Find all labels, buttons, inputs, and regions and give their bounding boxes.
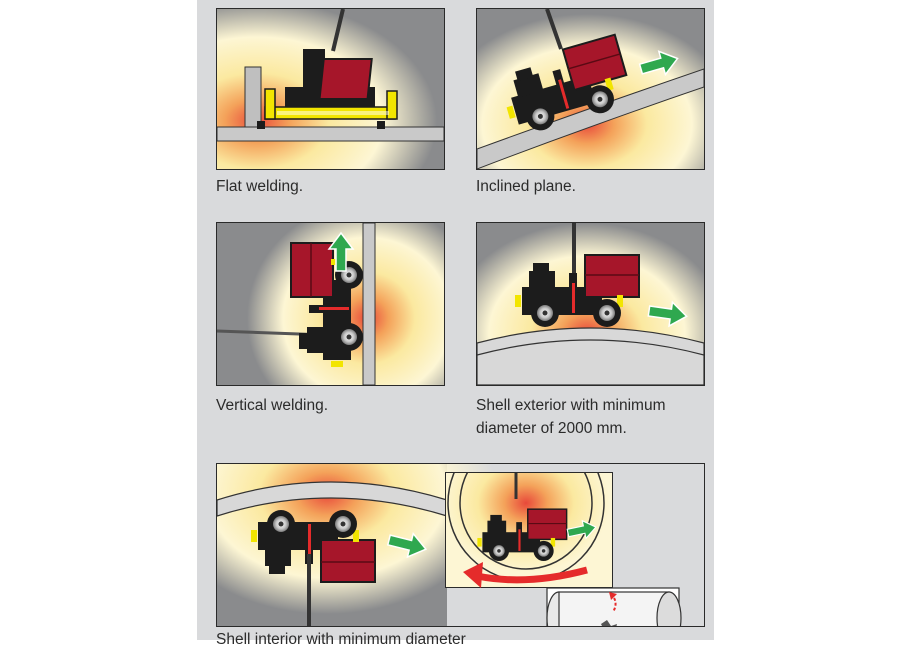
inclined-plane-caption: Inclined plane. xyxy=(476,176,576,198)
shell-exterior-illustration xyxy=(476,222,705,386)
vertical-welding-illustration xyxy=(216,222,445,386)
shell-exterior-caption-line1: Shell exterior with minimum xyxy=(476,395,666,417)
vertical-welding-caption: Vertical welding. xyxy=(216,395,328,417)
shell-exterior-caption-line2: diameter of 2000 mm. xyxy=(476,418,627,440)
inclined-plane-illustration xyxy=(476,8,705,170)
shell-interior-illustration xyxy=(216,463,705,627)
flat-welding-caption: Flat welding. xyxy=(216,176,303,198)
shell-interior-caption: Shell interior with minimum diameter xyxy=(216,629,466,651)
flat-welding-illustration xyxy=(216,8,445,170)
pipe-icon xyxy=(541,582,685,626)
